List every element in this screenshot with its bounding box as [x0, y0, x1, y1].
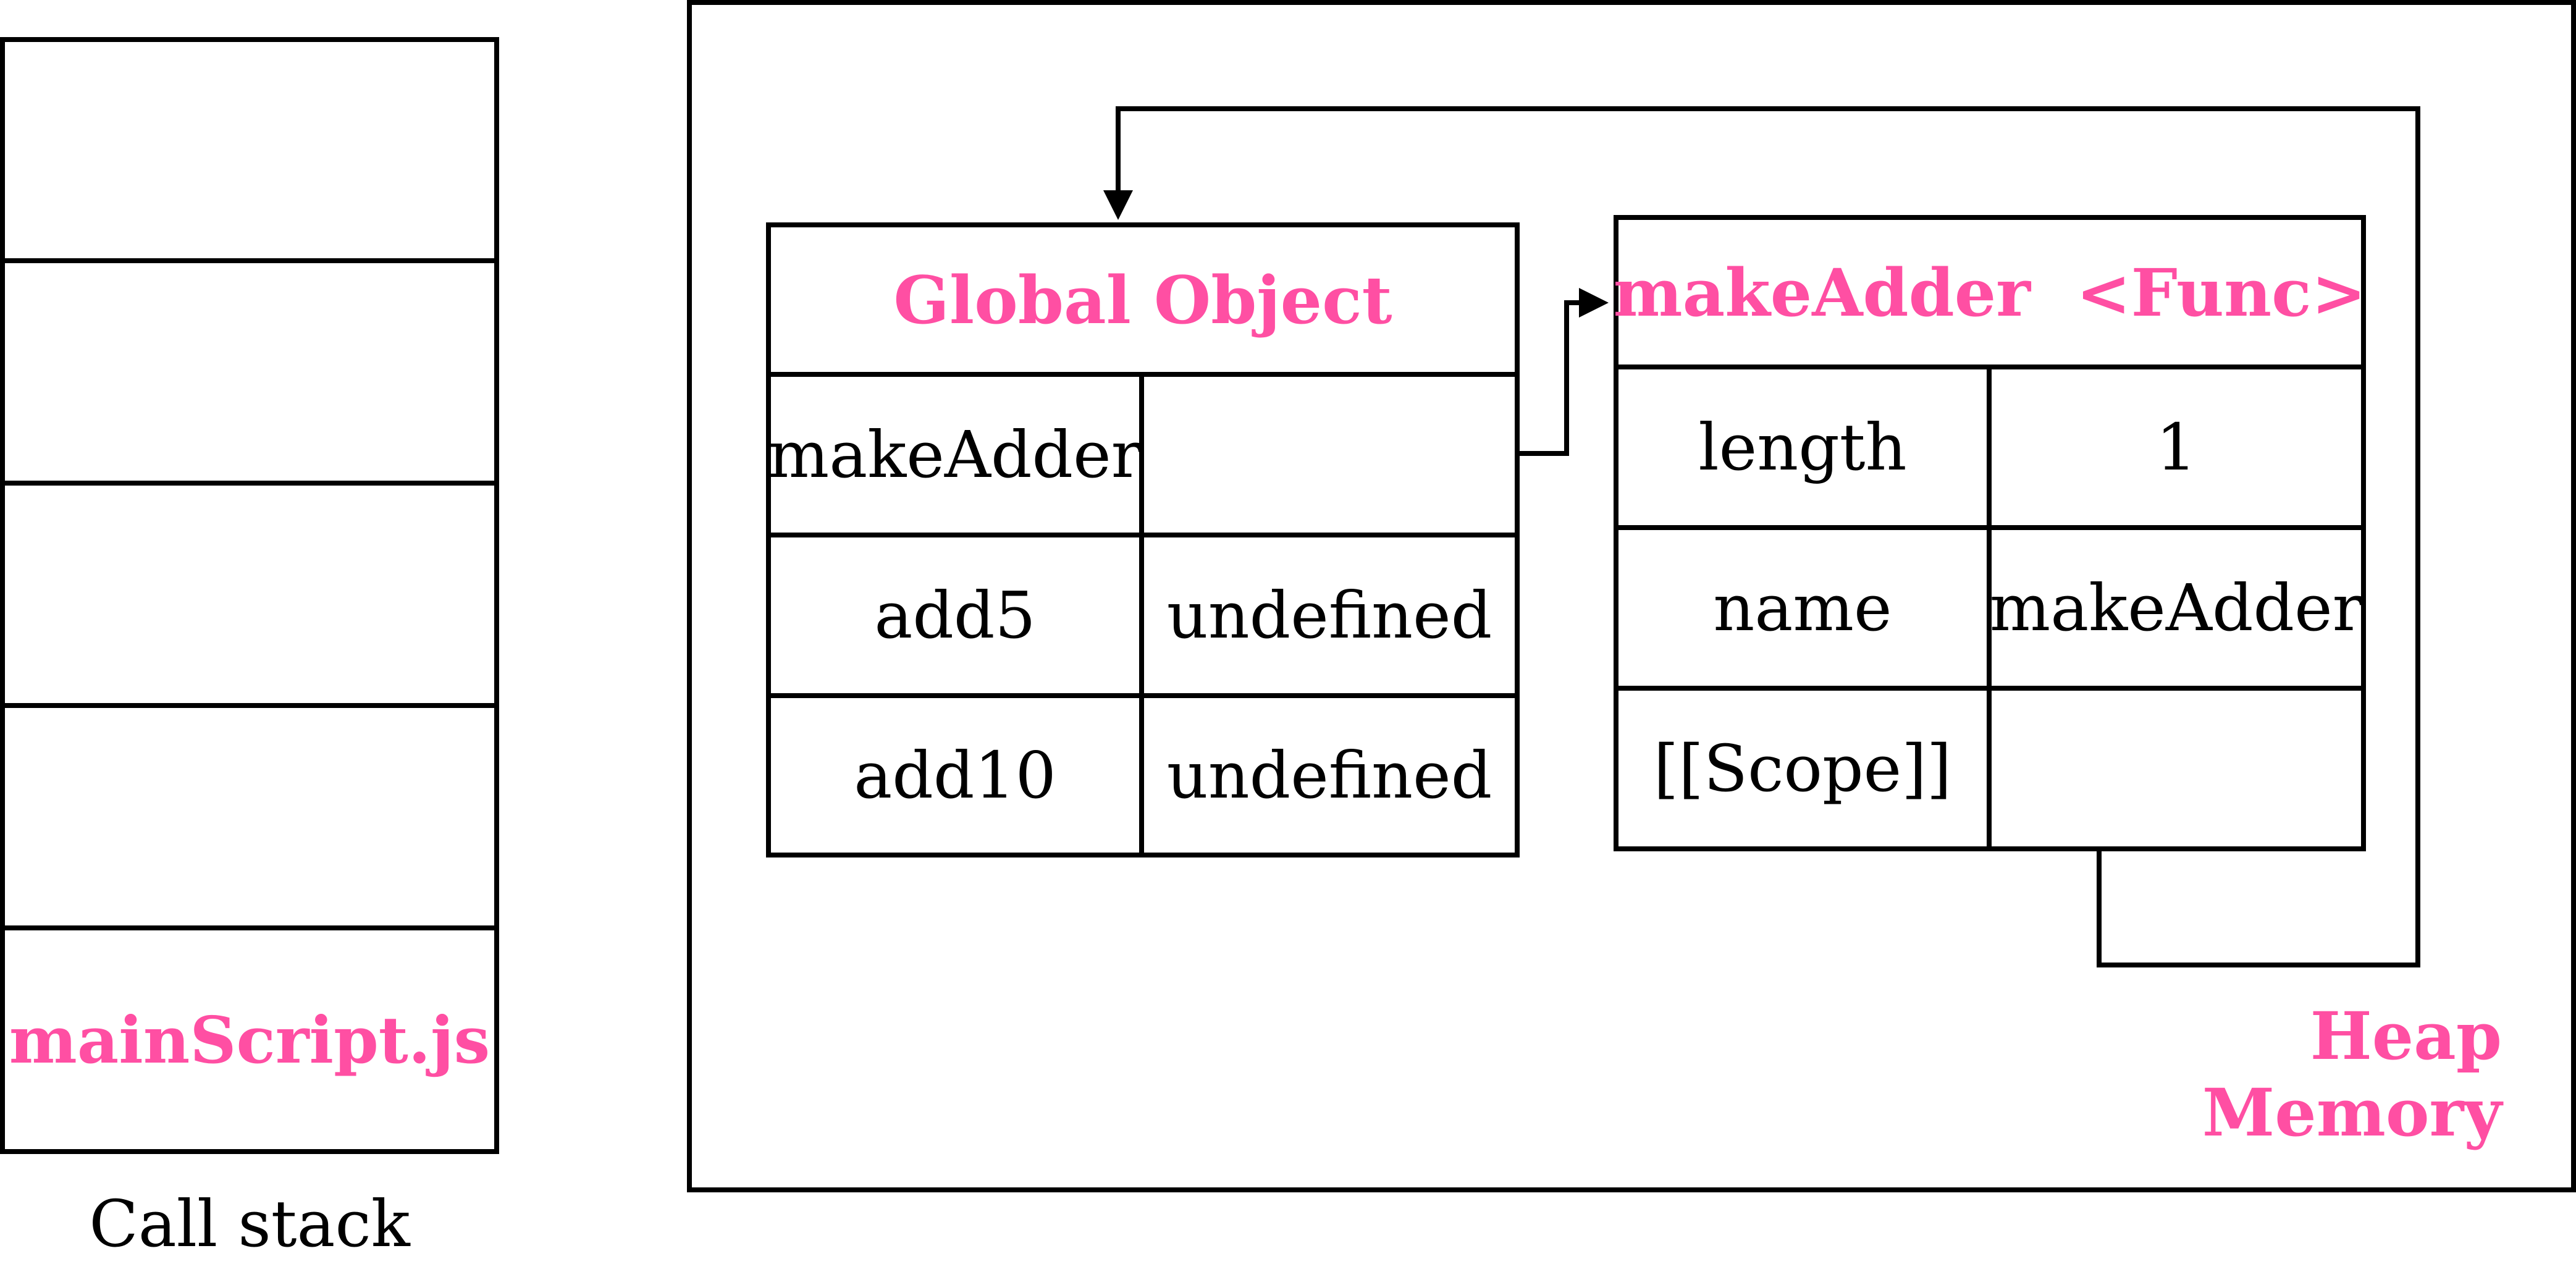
func-key-length: length [1698, 410, 1907, 485]
function-object-value-cell: makeAdder [1987, 525, 2366, 691]
heap-label-line-2: Memory [2202, 1074, 2502, 1151]
func-value-length: 1 [2155, 410, 2197, 485]
call-stack-caption: Call stack [89, 1186, 410, 1262]
stack-frame-main-script: mainScript.js [0, 925, 499, 1154]
function-object-value-cell [1987, 686, 2366, 851]
global-key-add10: add10 [854, 738, 1056, 813]
heap-memory-box [687, 0, 2576, 1192]
func-key-scope: [[Scope]] [1653, 731, 1952, 806]
function-object-title: makeAdder <Func> [1613, 253, 2367, 331]
global-value-add10: undefined [1166, 738, 1492, 813]
func-key-name: name [1713, 570, 1892, 646]
scope-reference-arrow [1103, 106, 2420, 967]
func-value-name: makeAdder [1989, 570, 2363, 646]
make-adder-reference-arrow [1520, 288, 1609, 456]
global-value-add5: undefined [1166, 578, 1492, 653]
global-object-value-cell: undefined [1139, 693, 1520, 857]
global-object-value-cell: undefined [1139, 533, 1520, 698]
global-key-make-adder: makeAdder [768, 417, 1142, 492]
heap-label-line-1: Heap [2310, 997, 2502, 1074]
main-script-label: mainScript.js [9, 1001, 490, 1078]
global-object-title: Global Object [893, 261, 1392, 339]
heap-memory-label: Heap Memory [2162, 998, 2502, 1151]
global-key-add5: add5 [874, 578, 1036, 653]
